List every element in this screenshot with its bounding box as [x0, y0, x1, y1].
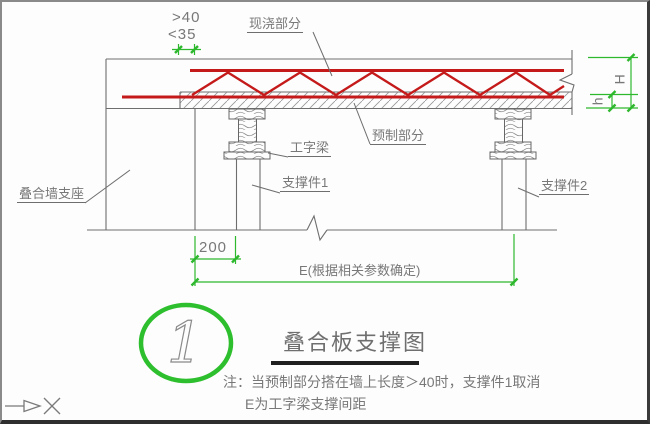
note-line-2: E为工字梁支撑间距	[245, 396, 367, 412]
support-post-1	[235, 159, 261, 230]
truss-diagonals	[191, 71, 565, 97]
dim-bearing-200: 200	[199, 239, 228, 256]
i-beam-2	[489, 108, 537, 160]
wall-outline	[87, 59, 557, 242]
leader-lines	[84, 31, 540, 204]
dim-top-lower: <35	[168, 26, 197, 43]
dimension-lines	[172, 44, 638, 287]
ucs-x-icon	[43, 397, 61, 415]
dim-spacing-E: E(根据相关参数确定)	[299, 263, 421, 278]
label-i-beam: 工字梁	[288, 140, 332, 157]
label-support-2: 支撑件2	[539, 178, 590, 195]
detail-circle	[138, 302, 234, 384]
dim-height-H: H	[611, 74, 628, 85]
i-beam-1	[223, 108, 271, 160]
support-post-2	[501, 159, 527, 230]
dim-height-h: h	[589, 97, 606, 106]
label-cast-in-place: 现浇部分	[247, 16, 304, 33]
ucs-arrow-icon	[23, 399, 42, 413]
detail-number: 1	[167, 311, 203, 376]
slab-break-line	[558, 50, 575, 115]
ucs-axis-icon	[5, 397, 61, 415]
truss-lattice-girder	[122, 69, 565, 99]
break-symbol	[306, 214, 328, 242]
title-underline	[271, 361, 419, 365]
detail-title: 叠合板支撑图	[283, 330, 428, 355]
note-line-1: 注：当预制部分搭在墙上长度＞40时，支撑件1取消	[223, 374, 541, 390]
label-precast: 预制部分	[370, 128, 427, 145]
slab-outline	[106, 58, 572, 110]
label-support-1: 支撑件1	[280, 175, 331, 192]
label-wall-support: 叠合墙支座	[17, 186, 87, 203]
precast-hatch-band	[180, 92, 572, 108]
break-symbol	[558, 73, 575, 93]
dim-top-upper: >40	[172, 9, 201, 26]
